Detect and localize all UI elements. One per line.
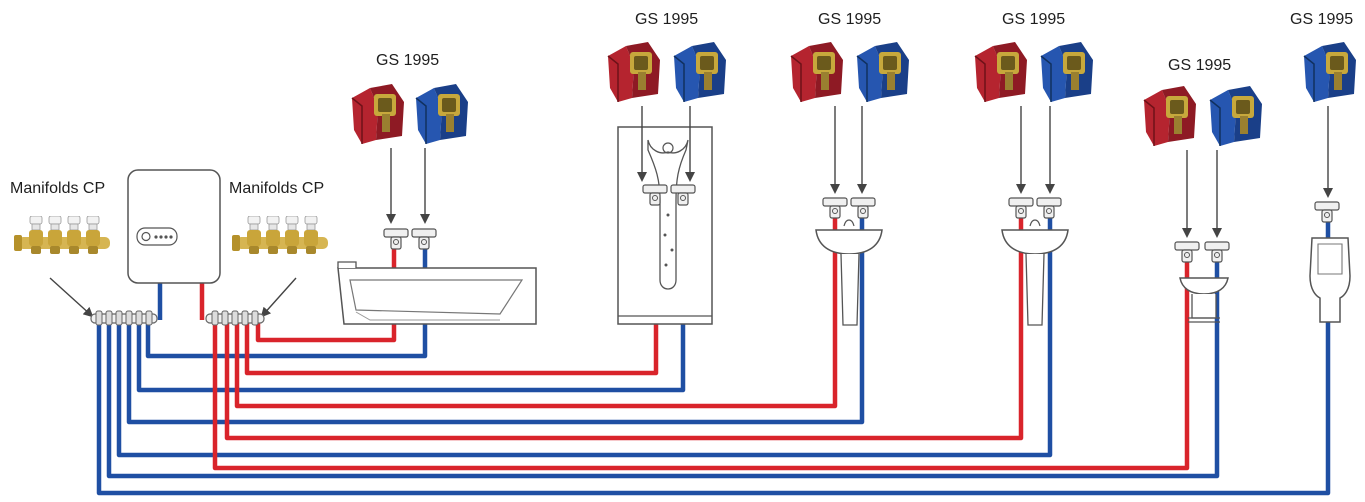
valve-hot-icon (790, 41, 844, 103)
pipe-cold-basin3 (106, 262, 1220, 479)
valve-group-shower (607, 41, 727, 182)
pipe-cold-basin1 (126, 218, 865, 425)
pipe-cold-urinal (96, 222, 1331, 496)
manifold-symbol-cold (90, 310, 158, 326)
manifold-right-label: Manifolds CP (229, 180, 325, 197)
manifold-icon (14, 216, 110, 255)
bathtub-icon (337, 228, 537, 325)
valve-hot-icon (607, 41, 661, 103)
pipe-network (96, 205, 1331, 496)
basin-icon (1174, 241, 1230, 323)
valve-hot-icon (974, 41, 1028, 103)
valve-hot-icon (351, 83, 405, 145)
valve-basin2-label: GS 1995 (1002, 11, 1066, 28)
shower-panel-icon (617, 126, 713, 325)
pipe-hot-basin2 (224, 218, 1024, 441)
basin-icon (1001, 197, 1069, 326)
valve-cold-icon (1040, 41, 1094, 103)
manifold-symbol-hot (205, 310, 265, 326)
valve-cold-icon (415, 83, 469, 145)
manifold-left-label: Manifolds CP (10, 180, 106, 197)
valve-group-basin1 (790, 41, 910, 194)
arrow (260, 277, 297, 318)
valve-cold-icon (1303, 41, 1357, 103)
valve-group-basin3 (1143, 85, 1263, 238)
manifold-icon (232, 216, 328, 255)
valve-basin3-label: GS 1995 (1168, 57, 1232, 74)
pipe-hot-basin3 (212, 262, 1190, 471)
valve-group-urinal (1303, 41, 1357, 198)
valve-group-basin2 (974, 41, 1094, 194)
valve-urinal-label: GS 1995 (1290, 11, 1354, 28)
valve-bath-label: GS 1995 (376, 52, 440, 69)
valve-group-bath (351, 83, 469, 224)
valve-cold-icon (1209, 85, 1263, 147)
pipe-cold-basin2 (116, 218, 1053, 458)
valve-cold-icon (673, 41, 727, 103)
basin-icon (815, 197, 883, 326)
boiler-icon (127, 169, 221, 284)
valve-shower-label: GS 1995 (635, 11, 699, 28)
valve-hot-icon (1143, 85, 1197, 147)
valve-cold-icon (856, 41, 910, 103)
valve-basin1-label: GS 1995 (818, 11, 882, 28)
urinal-icon (1309, 201, 1351, 323)
arrow (49, 277, 94, 318)
pipe-hot-basin1 (234, 218, 838, 409)
